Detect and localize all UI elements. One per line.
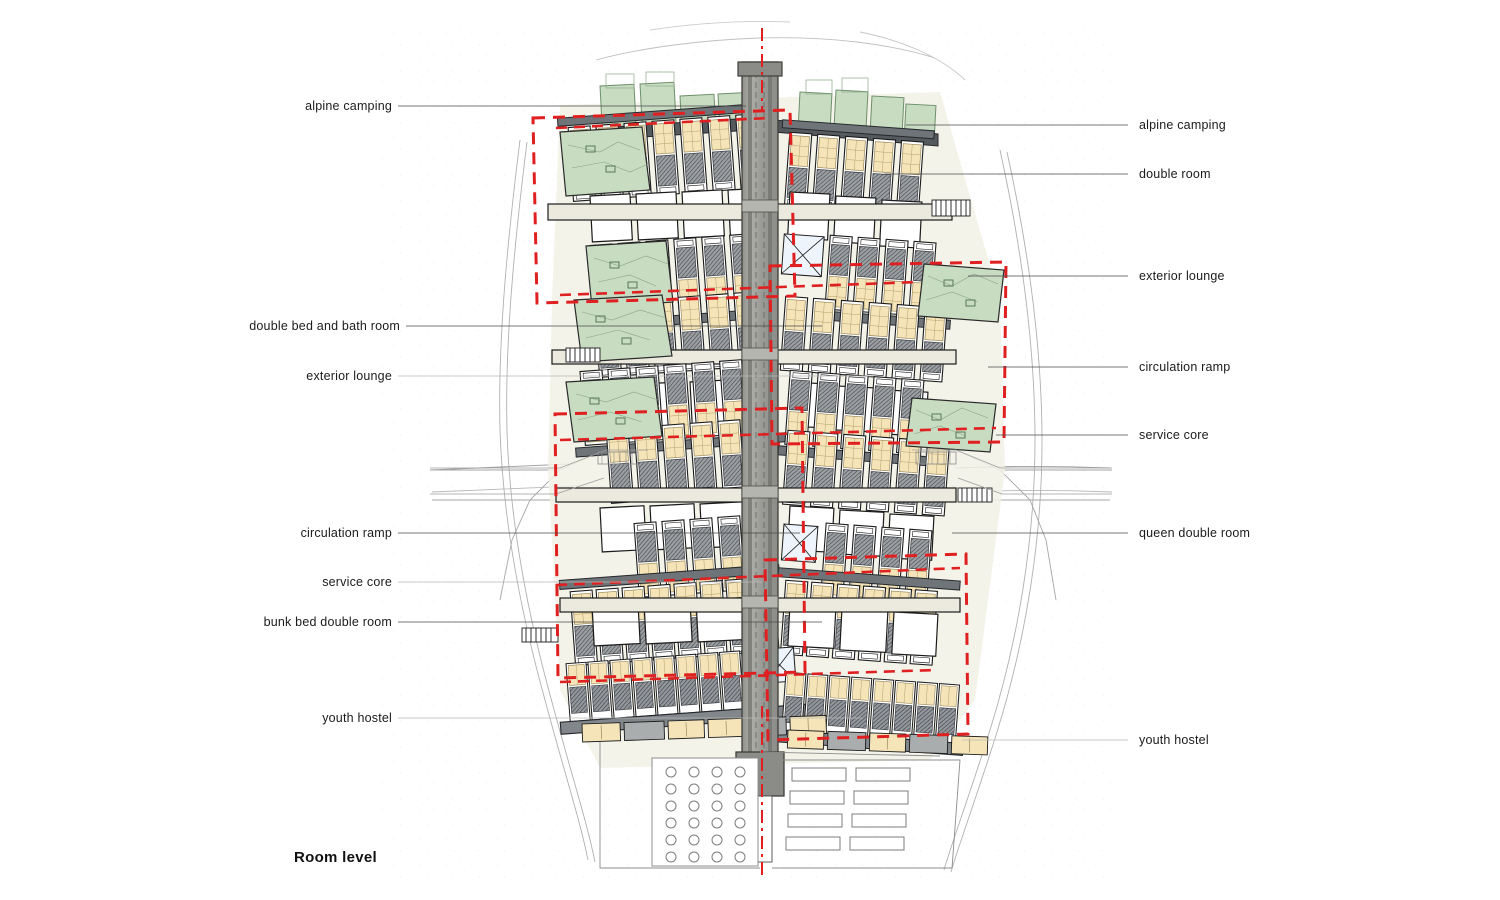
structural-bays-4 <box>591 596 939 657</box>
terrace-nw-1 <box>559 126 651 197</box>
wing-right-6 <box>780 522 933 606</box>
zone-hostel-se <box>763 552 970 742</box>
zone-exterior-lounge-ne <box>768 260 1008 446</box>
terrace-w-3 <box>573 294 673 363</box>
annotation-labels-right: alpine camping double room exterior loun… <box>1139 118 1250 747</box>
ramp-east-upper <box>931 199 971 217</box>
label-alpine-camping-right: alpine camping <box>1139 118 1226 132</box>
label-bunk-bed-double-room: bunk bed double room <box>264 615 392 629</box>
zone-hostel-sw <box>553 406 807 680</box>
label-double-room-right: double room <box>1139 167 1211 181</box>
zone-band-overlays <box>555 116 997 684</box>
service-core <box>735 61 785 863</box>
label-circulation-ramp-right: circulation ramp <box>1139 360 1230 374</box>
label-service-core: service core <box>322 575 392 589</box>
label-alpine-camping: alpine camping <box>305 99 392 113</box>
label-double-bed-bath-room: double bed and bath room <box>249 319 400 333</box>
zone-boundaries <box>531 108 1008 742</box>
drawing-title: Room level <box>294 849 377 866</box>
wing-right-1 <box>781 119 935 217</box>
label-service-core-right: service core <box>1139 428 1209 442</box>
leader-lines <box>398 105 1128 741</box>
ramp-east-mid <box>957 487 993 503</box>
ramp-approach-east <box>912 449 1112 495</box>
parking-bays <box>785 767 911 851</box>
core-landings <box>741 199 779 609</box>
column-grid <box>665 766 746 863</box>
label-exterior-lounge-right: exterior lounge <box>1139 269 1225 283</box>
site-contours <box>429 21 1113 873</box>
terrace-ne-1 <box>917 263 1005 323</box>
ramp-west-mid <box>565 347 601 363</box>
annotation-labels-left: alpine camping double bed and bath room … <box>249 99 400 725</box>
label-youth-hostel: youth hostel <box>322 711 392 725</box>
label-circulation-ramp: circulation ramp <box>301 526 392 540</box>
exterior-lounges <box>559 126 1005 453</box>
label-queen-double-room-right: queen double room <box>1139 526 1250 540</box>
ramp-west-lower <box>521 627 559 643</box>
label-exterior-lounge: exterior lounge <box>306 369 392 383</box>
zone-alpine-camping-nw <box>531 108 797 305</box>
circulation-ramps <box>430 199 1112 643</box>
label-youth-hostel-right: youth hostel <box>1139 733 1209 747</box>
bottom-podium <box>599 742 961 869</box>
terrace-w-4 <box>565 376 663 443</box>
